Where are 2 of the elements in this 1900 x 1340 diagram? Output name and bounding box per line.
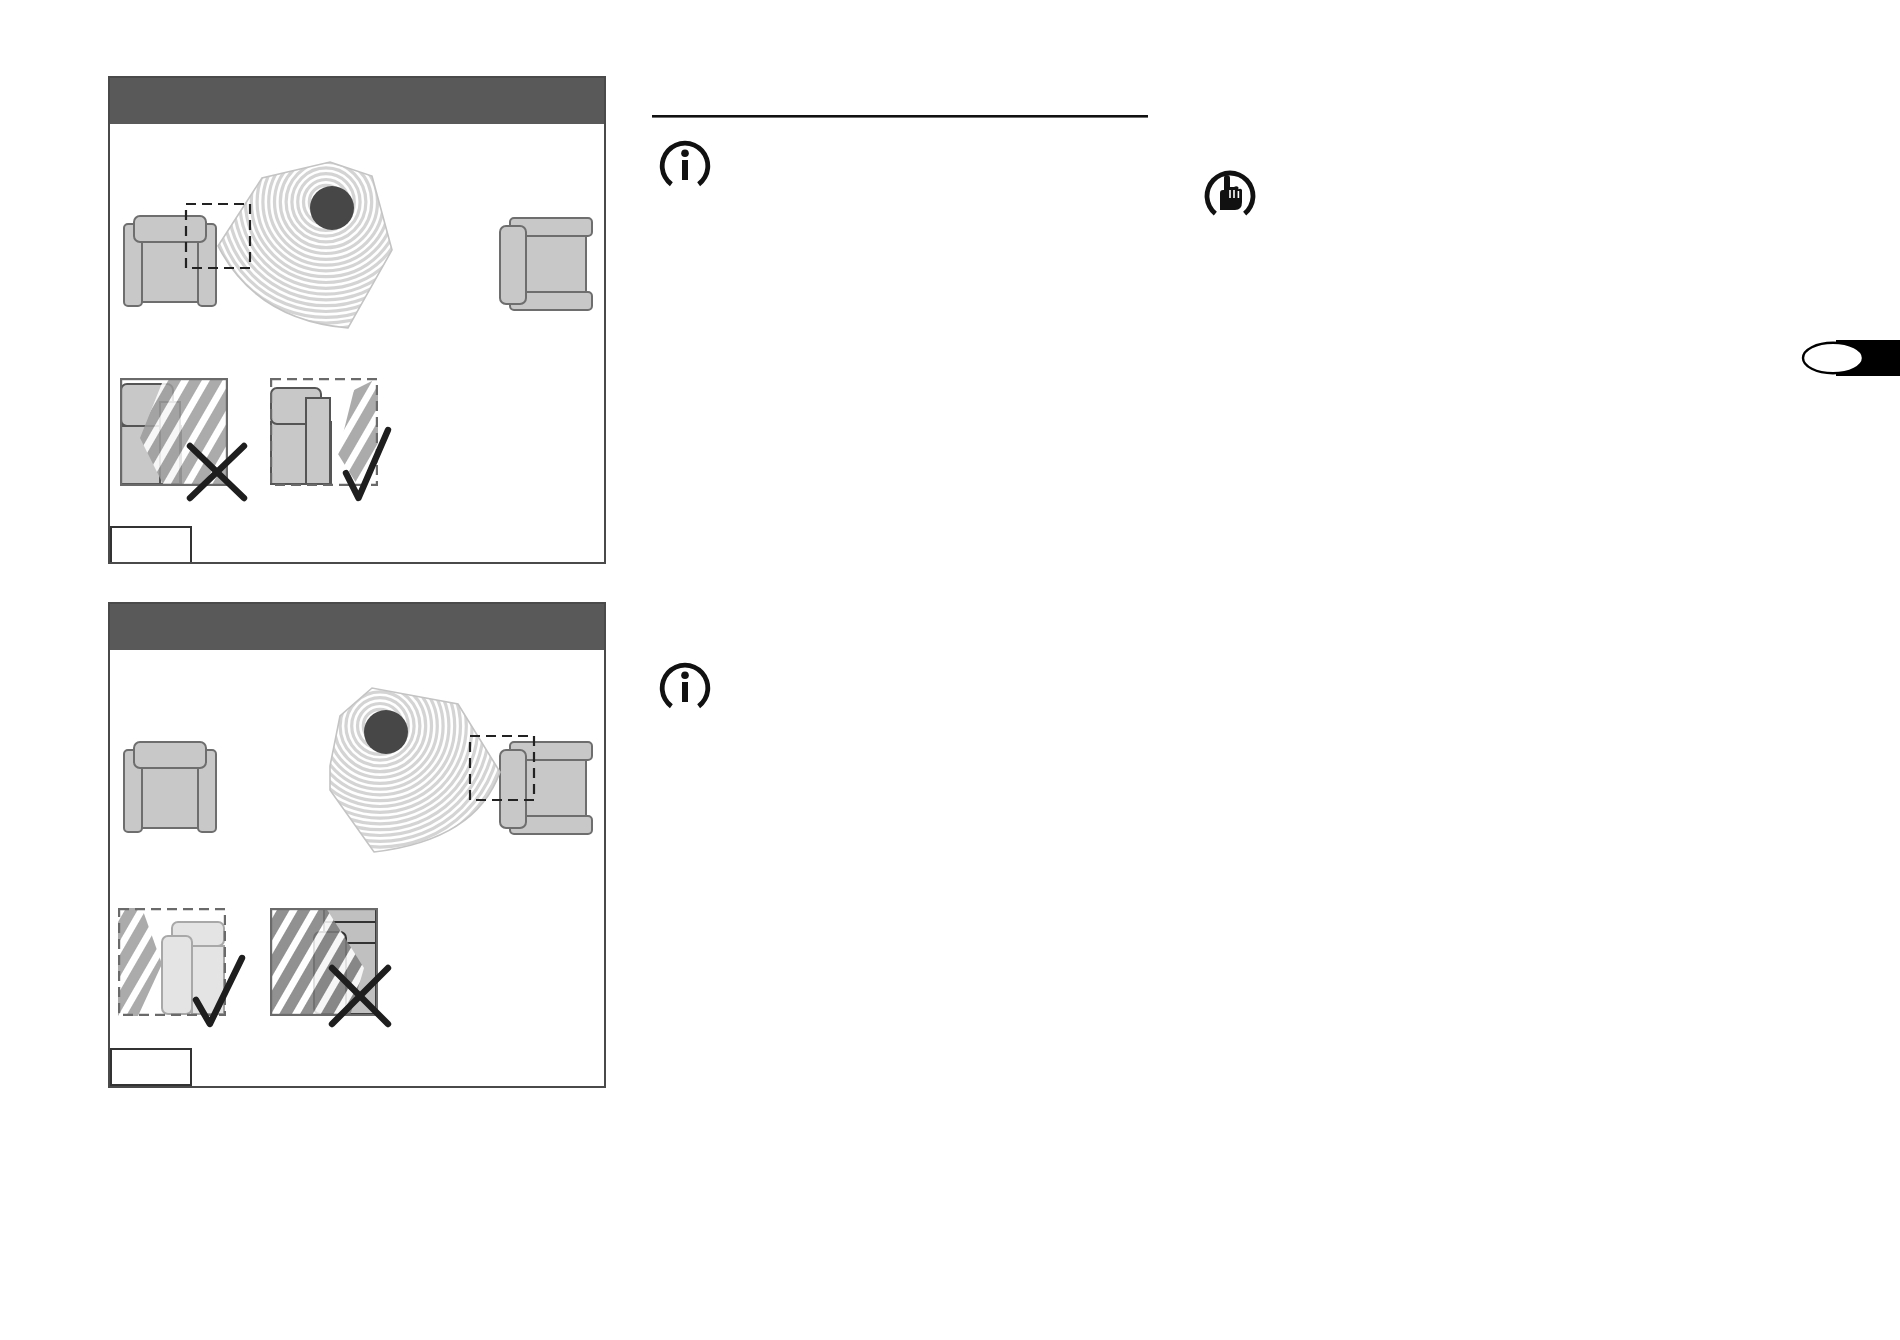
figure-panel — [108, 602, 606, 1088]
figure-panel — [108, 76, 606, 564]
